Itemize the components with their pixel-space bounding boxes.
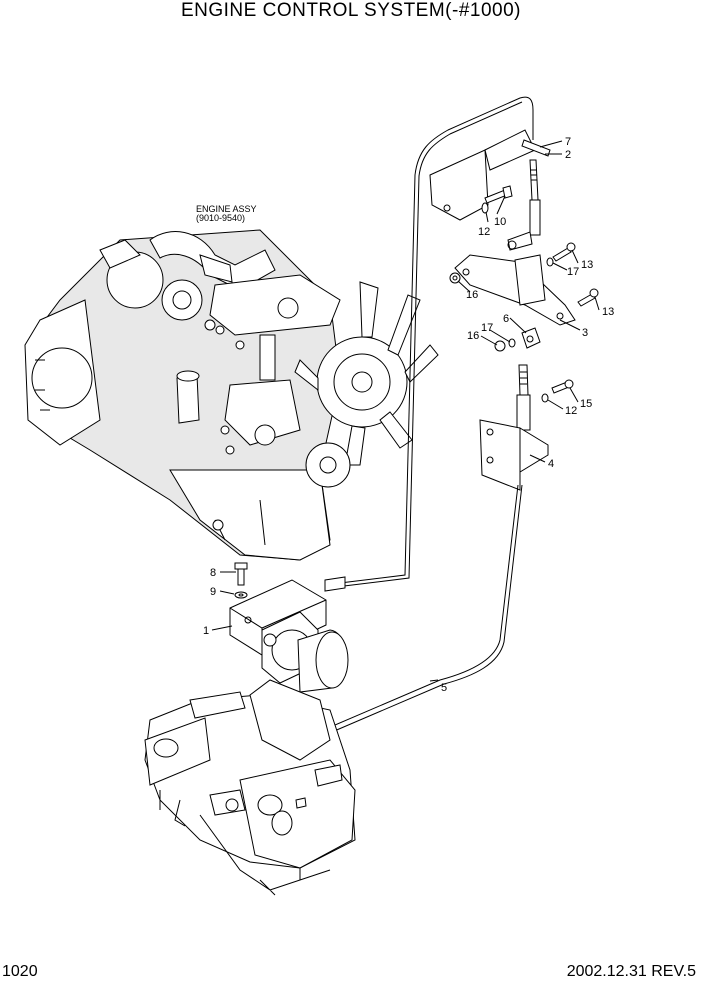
bracket-4 — [479, 419, 549, 491]
actuator-motor-1 — [229, 579, 349, 693]
callout-13-upper: 13 — [581, 259, 593, 271]
callout-9: 9 — [210, 586, 216, 598]
callout-15: 15 — [580, 398, 592, 410]
engine-assy-label: ENGINE ASSY — [196, 204, 257, 214]
callout-4: 4 — [548, 458, 554, 470]
bolt-8 — [234, 562, 248, 599]
upper-control-cable — [324, 96, 534, 592]
engine-assy-number: (9010-9540) — [196, 213, 245, 223]
lower-rod-assembly — [516, 364, 531, 431]
bolt-10 — [481, 185, 513, 214]
callout-8: 8 — [210, 567, 216, 579]
callout-17-upper: 17 — [567, 266, 579, 278]
bracket-3 — [454, 254, 576, 326]
engine-assembly — [24, 229, 439, 561]
callout-12-upper: 12 — [478, 226, 490, 238]
revision-date: 2002.12.31 REV.5 — [566, 963, 696, 980]
callout-10: 10 — [494, 216, 506, 228]
operator-seat-console — [144, 679, 356, 896]
callout-17-lower: 17 — [481, 322, 493, 334]
callout-6: 6 — [503, 313, 509, 325]
callout-12-lower: 12 — [565, 405, 577, 417]
callout-13-lower: 13 — [602, 306, 614, 318]
callout-2: 2 — [565, 149, 571, 161]
parts-diagram: ENGINE ASSY (9010-9540) — [24, 96, 614, 896]
callout-3: 3 — [582, 327, 588, 339]
callout-1: 1 — [203, 625, 209, 637]
bolt-15 — [541, 379, 574, 403]
control-cable-5 — [239, 484, 523, 780]
ball-joint-6 — [494, 327, 541, 352]
callout-5: 5 — [441, 682, 447, 694]
fasteners-13 — [546, 242, 599, 307]
nut-16-upper — [449, 272, 461, 284]
page-title: ENGINE CONTROL SYSTEM(-#1000) — [180, 0, 522, 21]
callout-7: 7 — [565, 136, 571, 148]
rod-end-assembly — [507, 139, 551, 251]
callout-numbers: 7 2 10 12 13 17 16 13 3 6 17 16 15 12 4 … — [203, 136, 614, 694]
callout-16-lower: 16 — [467, 330, 479, 342]
callout-16-upper: 16 — [466, 289, 478, 301]
page-number: 1020 — [2, 963, 38, 980]
callout-leaders — [211, 140, 600, 682]
